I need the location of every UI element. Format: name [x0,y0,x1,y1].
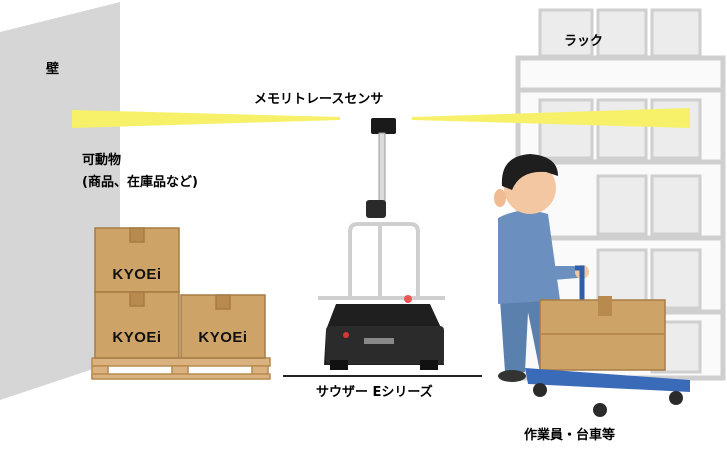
robot-label: サウザー Eシリーズ [316,385,433,400]
worker-label: 作業員・台車等 [524,428,616,443]
box-label-bottom-left: KYOEi [112,329,161,346]
rack-boxes [538,8,702,374]
pallet [91,357,271,380]
cardboard-boxes [94,227,266,359]
movable-label-line1: 可動物 [82,153,122,168]
sensor-beam-left [72,110,340,128]
robot [318,118,445,370]
sensor-label: メモリトレースセンサ [254,92,384,107]
rack-label: ラック [564,34,604,49]
wall [0,2,120,400]
box-label-top: KYOEi [112,266,161,283]
cart [525,265,690,417]
wall-label: 壁 [46,62,60,77]
box-label-bottom-right: KYOEi [198,329,247,346]
movable-label-line2: (商品、在庫品など) [82,175,198,190]
sensor-beam-right [412,108,690,128]
worker [494,154,589,382]
